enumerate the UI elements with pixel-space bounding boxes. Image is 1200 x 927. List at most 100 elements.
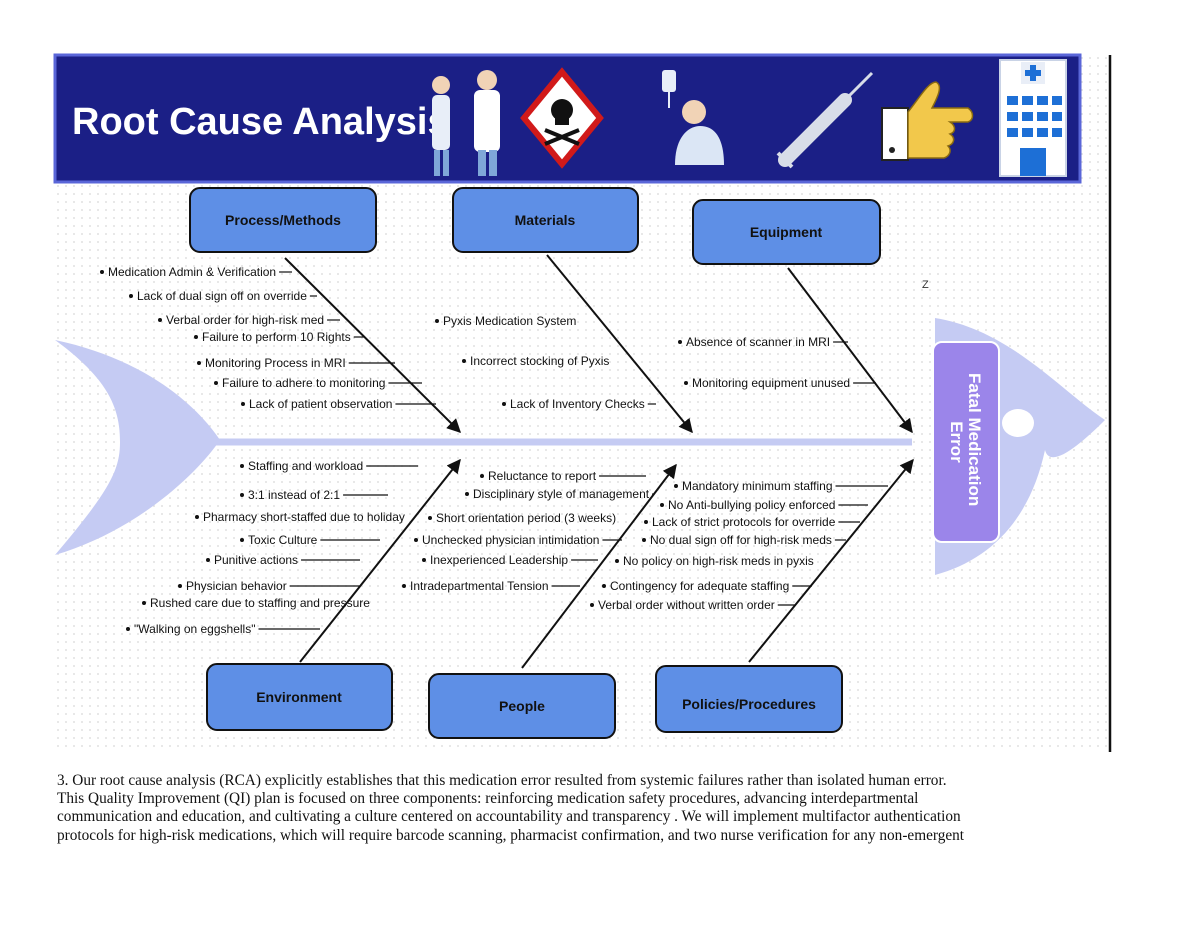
- paragraph-line: 3. Our root cause analysis (RCA) explici…: [57, 772, 947, 789]
- cause-label-process: Lack of patient observation: [249, 397, 392, 411]
- cause-label-process: Failure to perform 10 Rights: [202, 330, 351, 344]
- cause-label-environment: Staffing and workload: [248, 459, 363, 473]
- cause-bullet: [435, 319, 439, 323]
- category-label: Policies/Procedures: [682, 696, 816, 712]
- cause-bullet: [240, 464, 244, 468]
- cause-bullet: [240, 538, 244, 542]
- cause-bullet: [129, 294, 133, 298]
- cause-label-people: Reluctance to report: [488, 469, 597, 483]
- paragraph-line: protocols for high-risk medications, whi…: [57, 826, 965, 844]
- category-label: Equipment: [750, 224, 823, 240]
- cause-bullet: [644, 520, 648, 524]
- cause-label-materials: Pyxis Medication System: [443, 314, 576, 328]
- bone-environment: [299, 458, 461, 663]
- doctors-icon: [432, 70, 500, 176]
- fish-tail: [55, 340, 220, 555]
- cause-bullet: [615, 559, 619, 563]
- paragraph-line: communication and education, and cultiva…: [57, 808, 961, 826]
- cause-label-people: Short orientation period (3 weeks): [436, 511, 616, 525]
- cause-bullet: [462, 359, 466, 363]
- cause-bullet: [195, 515, 199, 519]
- banner-title: Root Cause Analysis: [72, 101, 449, 143]
- effect-label-line1: Fatal Medication: [965, 373, 984, 506]
- cause-bullet: [642, 538, 646, 542]
- category-label: People: [499, 698, 545, 714]
- category-environment: Environment: [206, 663, 393, 731]
- cause-label-environment: Toxic Culture: [248, 533, 318, 547]
- skull-hazard-icon: [520, 67, 604, 169]
- cause-label-policies: No Anti-bullying policy enforced: [668, 498, 835, 512]
- cause-bullet: [678, 340, 682, 344]
- paragraph-line: This Quality Improvement (QI) plan is fo…: [57, 790, 919, 808]
- cause-label-environment: Punitive actions: [214, 553, 298, 567]
- cause-label-process: Monitoring Process in MRI: [205, 356, 346, 370]
- cause-label-materials: Incorrect stocking of Pyxis: [470, 354, 609, 368]
- category-label: Process/Methods: [225, 212, 341, 228]
- cause-bullet: [684, 381, 688, 385]
- cause-bullet: [194, 335, 198, 339]
- cause-label-policies: No policy on high-risk meds in pyxis: [623, 554, 814, 568]
- cause-label-policies: Verbal order without written order: [598, 598, 775, 612]
- cause-bullet: [241, 402, 245, 406]
- cause-bullet: [428, 516, 432, 520]
- cause-bullet: [240, 493, 244, 497]
- stray-mark: Z: [922, 279, 929, 291]
- cause-label-people: Inexperienced Leadership: [430, 553, 568, 567]
- bone-policies: [748, 458, 914, 663]
- cause-label-environment: 3:1 instead of 2:1: [248, 488, 340, 502]
- cause-label-environment: Rushed care due to staffing and pressure: [150, 596, 370, 610]
- cause-label-process: Verbal order for high-risk med: [166, 313, 324, 327]
- cause-label-policies: Lack of strict protocols for override: [652, 515, 836, 529]
- cause-bullet: [214, 381, 218, 385]
- cause-label-environment: Physician behavior: [186, 579, 287, 593]
- cause-bullet: [178, 584, 182, 588]
- category-equipment: Equipment: [692, 199, 881, 265]
- cause-bullet: [414, 538, 418, 542]
- cause-bullet: [602, 584, 606, 588]
- category-people: People: [428, 673, 616, 739]
- cause-label-policies: No dual sign off for high-risk meds: [650, 533, 832, 547]
- cause-bullet: [100, 270, 104, 274]
- cause-label-equipment: Absence of scanner in MRI: [686, 335, 830, 349]
- bone-people: [521, 463, 677, 669]
- cause-label-people: Unchecked physician intimidation: [422, 533, 599, 547]
- cause-label-policies: Contingency for adequate staffing: [610, 579, 789, 593]
- cause-bullet: [126, 627, 130, 631]
- cause-label-people: Intradepartmental Tension: [410, 579, 549, 593]
- cause-bullet: [590, 603, 594, 607]
- cause-label-policies: Mandatory minimum staffing: [682, 479, 833, 493]
- cause-bullet: [142, 601, 146, 605]
- category-label: Materials: [515, 212, 576, 228]
- body-paragraph: 3. Our root cause analysis (RCA) explici…: [57, 772, 1157, 845]
- cause-bullet: [674, 484, 678, 488]
- cause-label-materials: Lack of Inventory Checks: [510, 397, 645, 411]
- cause-bullet: [197, 361, 201, 365]
- cause-bullet: [660, 503, 664, 507]
- bones: [284, 254, 914, 669]
- bone-process: [284, 257, 461, 433]
- cause-label-process: Lack of dual sign off on override: [137, 289, 307, 303]
- cause-bullet: [206, 558, 210, 562]
- category-policies: Policies/Procedures: [655, 665, 843, 733]
- pointing-hand-icon: [881, 81, 974, 161]
- bone-equipment: [787, 267, 913, 434]
- cause-label-process: Medication Admin & Verification: [108, 265, 276, 279]
- bone-materials: [546, 254, 693, 434]
- cause-label-environment: "Walking on eggshells": [134, 622, 255, 636]
- effect-label-line2: Error: [947, 421, 966, 463]
- cause-label-process: Failure to adhere to monitoring: [222, 376, 385, 390]
- cause-bullet: [465, 492, 469, 496]
- nurse-iv-icon: [662, 70, 724, 165]
- effect-box: Fatal Medication Error: [932, 341, 1000, 543]
- cause-bullet: [402, 584, 406, 588]
- category-label: Environment: [256, 689, 342, 705]
- svg-text:Fatal Medication Error: Fatal Medication Error: [947, 373, 984, 511]
- category-process: Process/Methods: [189, 187, 377, 253]
- fish-eye: [1002, 409, 1034, 437]
- hospital-icon: [999, 59, 1067, 177]
- cause-label-equipment: Monitoring equipment unused: [692, 376, 850, 390]
- cause-label-environment: Pharmacy short-staffed due to holiday: [203, 510, 405, 524]
- category-materials: Materials: [452, 187, 639, 253]
